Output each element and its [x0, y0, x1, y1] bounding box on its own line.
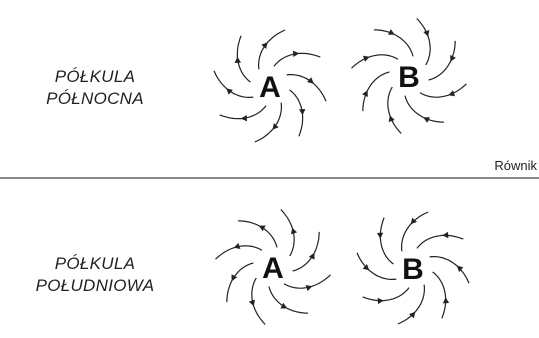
spiral-arm [269, 287, 308, 314]
spiral-arm [238, 221, 277, 248]
spiral-arm [420, 84, 466, 97]
spiral-arm [352, 55, 398, 68]
arrowhead [309, 253, 315, 260]
arrowhead [241, 115, 247, 121]
spiral-arm [220, 106, 266, 119]
arrowhead [261, 42, 267, 49]
arrowhead [299, 109, 305, 115]
spiral-arm [380, 218, 393, 264]
spiral-arm [417, 19, 430, 65]
system-north-a: A [214, 30, 326, 142]
spiral-arm [357, 253, 396, 280]
arrowhead [259, 226, 266, 232]
arrowhead [272, 123, 278, 130]
spiral-arm [417, 235, 463, 248]
spiral-arm [388, 87, 401, 133]
letter-south-b: B [402, 253, 424, 286]
letter-south-a: A [262, 252, 284, 285]
system-south-b: B [357, 212, 469, 324]
arrowhead [307, 77, 314, 83]
spiral-arm [255, 103, 282, 142]
arrowhead [377, 233, 383, 239]
spiral-arm [363, 288, 409, 301]
arrowhead [226, 88, 233, 94]
arrowhead [280, 303, 287, 309]
spiral-arm [433, 272, 446, 318]
arrowhead [378, 298, 384, 304]
letter-north-b: B [398, 61, 420, 94]
spiral-arm [293, 232, 320, 271]
system-north-b: B [352, 19, 467, 134]
spiral-arm [402, 212, 429, 251]
spiral-arm [287, 75, 326, 102]
spiral-arm [290, 90, 303, 136]
arrowhead [235, 57, 241, 63]
spiral-arm [237, 36, 250, 82]
arrowhead [442, 232, 448, 238]
spiral-arm [398, 285, 425, 324]
spiral-arm [430, 257, 469, 284]
arrowhead [293, 51, 299, 57]
system-south-a: A [216, 210, 331, 325]
spiral-arm [274, 53, 320, 66]
letter-north-a: A [259, 71, 281, 104]
spiral-arm [259, 30, 286, 69]
arrowhead [443, 297, 449, 303]
spiral-arm [227, 263, 254, 302]
arrowhead [232, 274, 238, 281]
spiral-arm [214, 71, 253, 98]
